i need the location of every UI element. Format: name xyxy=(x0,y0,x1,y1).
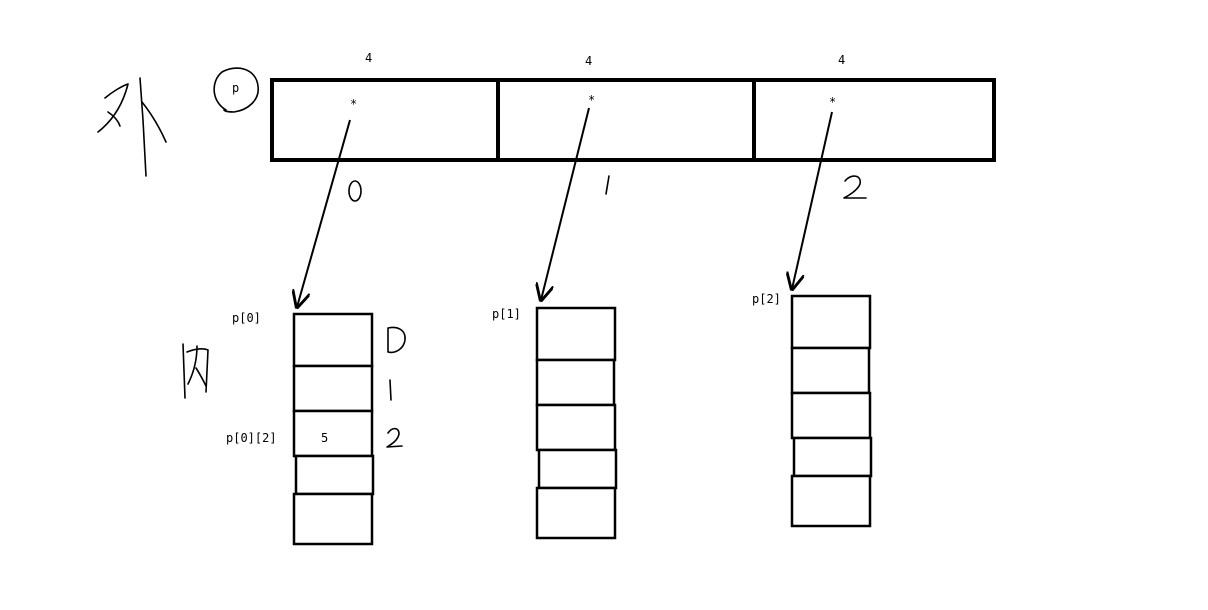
outer-handwritten-indices xyxy=(348,175,867,202)
row-0-cell-3 xyxy=(294,454,375,496)
star-1: * xyxy=(588,93,595,107)
row-1-cell-2 xyxy=(535,403,617,452)
pointer-label: p xyxy=(232,81,239,95)
row-array-1: p[1] xyxy=(492,306,618,540)
row-1-cell-3 xyxy=(537,448,618,490)
row-1-cell-4 xyxy=(535,486,617,540)
inner-handwritten-indices xyxy=(386,326,406,448)
size-label-1: 4 xyxy=(585,54,592,68)
arrow-1 xyxy=(541,107,590,300)
row-array-0: p[0] p[0][2] 5 xyxy=(226,311,375,546)
outer-index-0 xyxy=(348,180,362,202)
outer-index-1 xyxy=(605,175,610,195)
row-0-cell-4 xyxy=(292,492,374,546)
pointer-cell-1 xyxy=(496,78,756,162)
element-label: p[0][2] xyxy=(226,431,277,445)
arrow-2 xyxy=(792,111,833,289)
row-2-cell-2 xyxy=(790,391,872,440)
element-value: 5 xyxy=(321,431,328,445)
row-2-cell-0 xyxy=(790,294,872,350)
pointer-array: 4 4 4 * * * xyxy=(270,51,996,162)
star-0: * xyxy=(350,97,357,111)
size-label-2: 4 xyxy=(838,53,845,67)
size-label-0: 4 xyxy=(365,51,372,65)
row-1-cell-1 xyxy=(535,358,616,407)
row-2-cell-3 xyxy=(792,436,873,478)
row-label-0: p[0] xyxy=(232,311,261,325)
inner-handwritten-char xyxy=(182,343,209,399)
outer-handwritten-char xyxy=(97,77,167,177)
pointer-cell-2 xyxy=(752,78,996,162)
row-2-cell-1 xyxy=(790,346,871,395)
inner-index-1 xyxy=(389,379,392,401)
row-0-cell-1 xyxy=(292,364,374,413)
pointer-p-circle: p xyxy=(213,67,259,113)
outer-index-2 xyxy=(843,175,867,199)
inner-index-2 xyxy=(386,427,403,448)
row-array-2: p[2] xyxy=(752,292,873,528)
arrow-0 xyxy=(297,119,351,307)
row-label-1: p[1] xyxy=(492,307,521,321)
pointer-arrows xyxy=(297,107,833,307)
star-2: * xyxy=(829,95,836,109)
pointer-cell-0 xyxy=(270,78,500,162)
row-0-cell-0 xyxy=(292,312,374,368)
row-label-2: p[2] xyxy=(752,292,781,306)
row-1-cell-0 xyxy=(535,306,617,362)
row-2-cell-4 xyxy=(790,474,872,528)
inner-index-0 xyxy=(387,326,406,354)
row-0-cell-2 xyxy=(292,409,374,458)
